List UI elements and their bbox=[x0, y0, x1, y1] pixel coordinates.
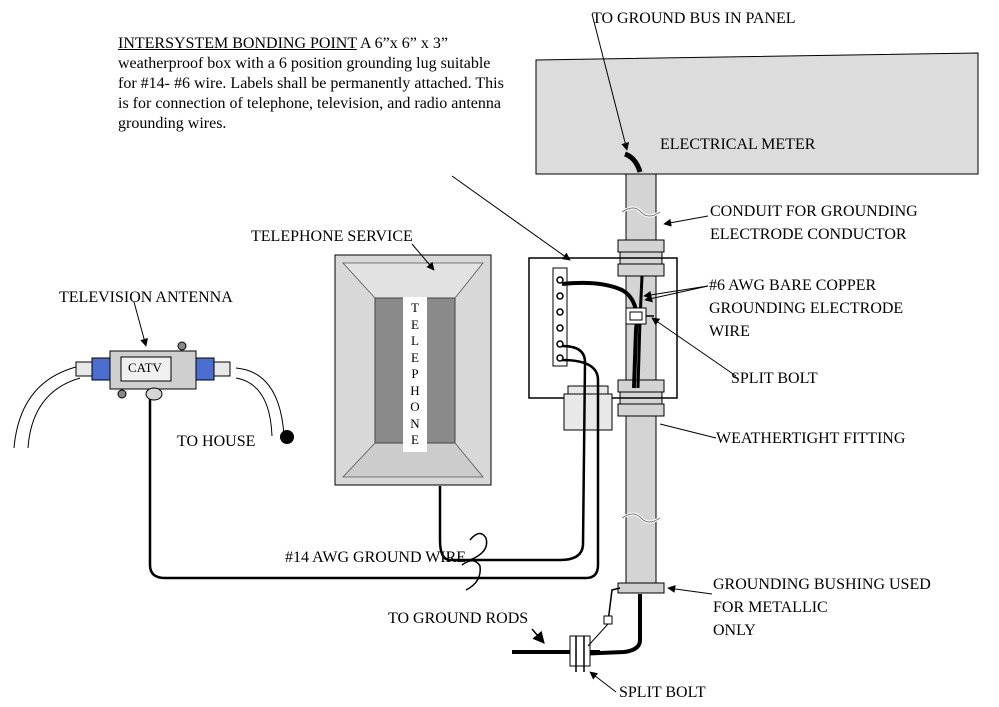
label-ground-bus: TO GROUND BUS IN PANEL bbox=[592, 10, 796, 27]
label-conduit-1: CONDUIT FOR GROUNDING bbox=[710, 203, 918, 220]
tel-letter: E bbox=[411, 349, 419, 365]
intersystem-body: A 6”x 6” x 3” weatherproof box with a 6 … bbox=[118, 35, 504, 132]
antenna-cable-right bbox=[235, 367, 285, 437]
tel-letter: P bbox=[411, 366, 419, 381]
label-weathertight: WEATHERTIGHT FITTING bbox=[716, 430, 906, 447]
label-bushing-1: GROUNDING BUSHING USED bbox=[713, 576, 931, 593]
telephone-service-box bbox=[334, 254, 492, 486]
leader-split-bolt-lower bbox=[589, 671, 617, 693]
bushing-jumper bbox=[607, 587, 621, 623]
intersystem-title: INTERSYSTEM BONDING POINT bbox=[118, 35, 357, 52]
tel-letter: E bbox=[411, 432, 419, 447]
leader-telephone bbox=[411, 243, 435, 271]
label-split-bolt-lower: SPLIT BOLT bbox=[619, 684, 706, 701]
ground-rod-wire-tip bbox=[531, 628, 545, 644]
label-to-house: TO HOUSE bbox=[177, 433, 256, 450]
label-split-bolt-upper: SPLIT BOLT bbox=[731, 370, 818, 387]
label-bushing-2: FOR METALLIC bbox=[713, 599, 828, 616]
label-awg14: #14 AWG GROUND WIRE bbox=[285, 549, 467, 566]
label-television-antenna: TELEVISION ANTENNA bbox=[59, 289, 233, 306]
leader-awg6-b bbox=[644, 285, 709, 303]
upper-conduit-fitting bbox=[617, 239, 665, 277]
telephone-ground-wire bbox=[438, 344, 587, 562]
grounding-bushing bbox=[617, 582, 665, 594]
split-bolt-upper bbox=[625, 307, 654, 325]
tel-letter: H bbox=[410, 382, 420, 398]
label-awg6-1: #6 AWG BARE COPPER bbox=[709, 277, 877, 294]
grounding-lug-bar bbox=[552, 267, 568, 367]
label-telephone-service: TELEPHONE SERVICE bbox=[251, 228, 413, 245]
awg14-loop-2 bbox=[461, 560, 481, 591]
leader-split-bolt bbox=[651, 317, 737, 377]
leader-intersystem bbox=[451, 175, 571, 261]
tel-letter: E bbox=[411, 316, 419, 332]
catv-ground-wire bbox=[148, 358, 600, 580]
antenna-cable-left bbox=[13, 365, 81, 449]
tel-letter: N bbox=[410, 415, 420, 431]
intersystem-bonding-note: INTERSYSTEM BONDING POINT A 6”x 6” x 3” … bbox=[118, 34, 510, 134]
leader-weathertight bbox=[659, 423, 717, 439]
split-bolt-lower bbox=[569, 635, 591, 672]
leader-bushing bbox=[667, 585, 713, 595]
label-conduit-2: ELECTRODE CONDUCTOR bbox=[710, 226, 907, 243]
electrical-meter-box bbox=[535, 52, 979, 175]
telephone-vertical-label: T E L E P H O N E bbox=[405, 300, 425, 449]
ground-rod-conductor bbox=[575, 594, 642, 656]
label-electrical-meter: ELECTRICAL METER bbox=[660, 136, 816, 153]
cable-end bbox=[280, 430, 294, 444]
catv-splitter bbox=[75, 341, 231, 401]
label-awg6-3: WIRE bbox=[709, 323, 750, 340]
label-bushing-3: ONLY bbox=[713, 622, 756, 639]
tel-letter: O bbox=[410, 399, 420, 414]
leader-antenna bbox=[133, 301, 148, 347]
tel-letter: L bbox=[411, 333, 419, 348]
leader-conduit bbox=[663, 215, 709, 227]
ground-bus-wire bbox=[624, 151, 643, 173]
box-fitting bbox=[563, 385, 613, 431]
awg14-loop bbox=[469, 532, 488, 561]
bushing-jumper-down bbox=[587, 623, 609, 647]
label-awg6-2: GROUNDING ELECTRODE bbox=[709, 300, 904, 317]
label-to-ground-rods: TO GROUND RODS bbox=[388, 610, 529, 627]
tel-letter: T bbox=[411, 300, 419, 315]
label-catv: CATV bbox=[128, 360, 162, 375]
leader-awg6-a bbox=[643, 285, 709, 299]
leader-ground-bus bbox=[591, 13, 630, 151]
